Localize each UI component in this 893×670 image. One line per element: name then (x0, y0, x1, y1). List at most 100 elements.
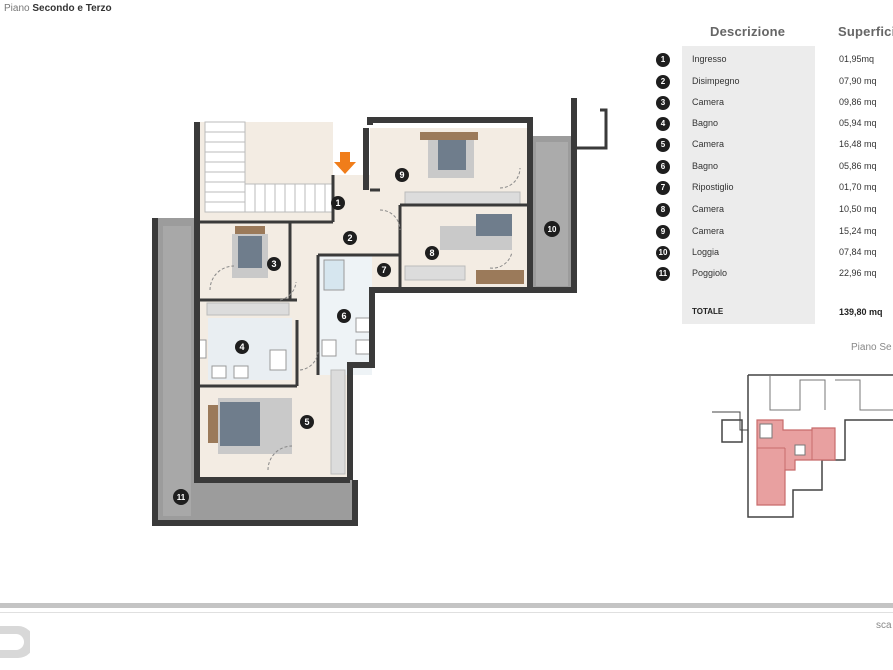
legend-area: 22,96 mq (839, 268, 877, 278)
page-title-floor: Secondo e Terzo (32, 3, 112, 14)
legend-description: Camera (692, 204, 725, 214)
svg-text:8: 8 (429, 248, 434, 258)
room-badge-5: 5 (300, 415, 314, 429)
bed-room-9 (420, 132, 478, 178)
room-badge-3: 3 (267, 257, 281, 271)
staircase (204, 121, 334, 213)
scale-label: sca (876, 620, 892, 631)
bed-room-5 (208, 398, 292, 454)
loggia-paving (536, 142, 568, 286)
room-badge-8: 8 (425, 246, 439, 260)
radiator-room-8 (476, 270, 524, 284)
legend-row: 11 Poggiolo 22,96 mq (656, 264, 893, 284)
legend-row: 10 Loggia 07,84 mq (656, 243, 893, 263)
svg-text:1: 1 (335, 198, 340, 208)
legend-number-badge: 10 (656, 246, 670, 260)
wardrobe-room-5 (330, 369, 346, 475)
legend-area: 01,70 mq (839, 182, 877, 192)
room-badge-9: 9 (395, 168, 409, 182)
legend-number-badge: 5 (656, 138, 670, 152)
svg-text:6: 6 (341, 311, 346, 321)
legend-description: Camera (692, 97, 725, 107)
footer-divider (0, 603, 893, 608)
legend-row: 3 Camera 09,86 mq (656, 93, 893, 113)
svg-text:4: 4 (239, 342, 244, 352)
legend-area: 07,90 mq (839, 76, 877, 86)
legend-row: 9 Camera 15,24 mq (656, 222, 893, 242)
room-badge-7: 7 (377, 263, 391, 277)
room-badge-6: 6 (337, 309, 351, 323)
door-swings (209, 167, 521, 471)
legend-description: Ripostiglio (692, 182, 734, 192)
footer-divider-thin (0, 612, 893, 613)
wardrobe-room-8 (404, 265, 466, 281)
room-badge-11: 11 (173, 489, 189, 505)
legend-number-badge: 4 (656, 117, 670, 131)
legend-total-area: 139,80 mq (839, 307, 883, 317)
balcony-railing (574, 108, 608, 150)
room-badge-10: 10 (544, 221, 560, 237)
legend-number-badge: 11 (656, 267, 670, 281)
room-badge-2: 2 (343, 231, 357, 245)
wardrobe-room-3 (206, 302, 290, 316)
entrance-arrow-icon (334, 152, 356, 174)
bed-room-8 (440, 214, 512, 250)
bed-room-3 (232, 226, 268, 278)
legend-number-badge: 2 (656, 75, 670, 89)
legend-area: 09,86 mq (839, 97, 877, 107)
legend-description: Camera (692, 226, 725, 236)
legend-area: 15,24 mq (839, 226, 877, 236)
legend-number-badge: 7 (656, 181, 670, 195)
legend-description: Disimpegno (692, 76, 740, 86)
terrace-paving (163, 226, 191, 516)
legend-area: 01,95mq (839, 54, 875, 64)
interior-walls (197, 175, 528, 388)
location-key-plan (712, 374, 893, 518)
legend-description: Camera (692, 139, 725, 149)
svg-text:2: 2 (347, 233, 352, 243)
legend-description: Ingresso (692, 54, 727, 64)
legend-row: 5 Camera 16,48 mq (656, 135, 893, 155)
legend-row: 2 Disimpegno 07,90 mq (656, 72, 893, 92)
legend-row: 4 Bagno 05,94 mq (656, 114, 893, 134)
legend-description: Bagno (692, 118, 719, 128)
legend-panel (682, 46, 815, 324)
svg-text:9: 9 (399, 170, 404, 180)
legend-number-badge: 1 (656, 53, 670, 67)
legend-area: 05,86 mq (839, 161, 877, 171)
legend-description: Bagno (692, 161, 719, 171)
legend-number-badge: 3 (656, 96, 670, 110)
legend-description: Poggiolo (692, 268, 728, 278)
svg-text:5: 5 (304, 417, 309, 427)
legend-row: 1 Ingresso 01,95mq (656, 50, 893, 70)
page-title: Piano Secondo e Terzo (4, 3, 112, 14)
legend-number-badge: 8 (656, 203, 670, 217)
legend-number-badge: 6 (656, 160, 670, 174)
svg-text:7: 7 (381, 265, 386, 275)
bath-6-fixtures (321, 259, 371, 357)
page-title-prefix: Piano (4, 3, 33, 14)
legend-area: 16,48 mq (839, 139, 877, 149)
svg-text:11: 11 (177, 493, 186, 502)
svg-text:3: 3 (271, 259, 276, 269)
wardrobe-room-9 (404, 191, 521, 205)
svg-text:10: 10 (548, 225, 557, 234)
legend-number-badge: 9 (656, 225, 670, 239)
legend-row: 8 Camera 10,50 mq (656, 200, 893, 220)
legend-area: 10,50 mq (839, 204, 877, 214)
walls (152, 98, 577, 526)
legend-header-description: Descrizione (710, 24, 786, 39)
apartment-highlight (756, 419, 836, 506)
floor-plan: 1 2 3 4 5 6 7 8 9 10 11 (152, 98, 893, 526)
legend-row: 7 Ripostiglio 01,70 mq (656, 178, 893, 198)
room-badge-1: 1 (331, 196, 345, 210)
location-plan-label: Piano Se (851, 342, 892, 353)
legend-description: Loggia (692, 247, 720, 257)
legend-area: 07,84 mq (839, 247, 877, 257)
room-badge-4: 4 (235, 340, 249, 354)
brand-logo-icon (0, 626, 30, 658)
legend-row: 6 Bagno 05,86 mq (656, 157, 893, 177)
legend-header-area: Superfici (838, 24, 893, 39)
legend-area: 05,94 mq (839, 118, 877, 128)
legend-total-label: TOTALE (692, 307, 724, 316)
